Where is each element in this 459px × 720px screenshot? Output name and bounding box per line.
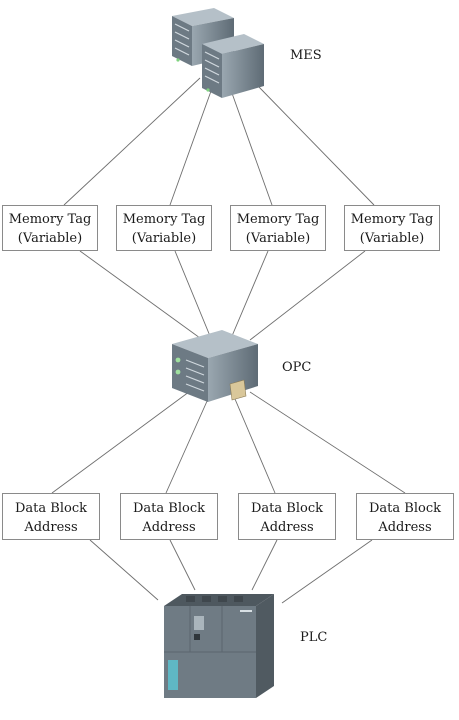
data-block-box-3: Data Block Address (238, 493, 336, 540)
memory-tag-2-line2: (Variable) (131, 231, 197, 246)
line-tag-2-opc (174, 250, 211, 337)
data-block-3-line2: Address (260, 520, 314, 535)
memory-tag-1-line1: Memory Tag (8, 212, 92, 227)
line-opc-db-1 (51, 385, 198, 494)
data-block-1-line1: Data Block (15, 501, 87, 516)
line-db-3-plc (251, 539, 278, 591)
plc-label: PLC (300, 630, 328, 645)
data-block-2-line2: Address (142, 520, 196, 535)
data-block-2-line1: Data Block (133, 501, 205, 516)
line-mes-tag-2 (169, 79, 216, 206)
memory-tag-2-line1: Memory Tag (122, 212, 206, 227)
memory-tag-4-line2: (Variable) (359, 231, 425, 246)
data-block-4-line1: Data Block (369, 501, 441, 516)
data-block-4-line2: Address (378, 520, 432, 535)
line-db-1-plc (89, 539, 159, 601)
line-opc-db-4 (249, 391, 406, 494)
data-block-box-2: Data Block Address (120, 493, 218, 540)
data-block-box-1: Data Block Address (2, 493, 100, 540)
mes-label: MES (290, 48, 322, 63)
memory-tag-box-3: Memory Tag (Variable) (230, 205, 326, 251)
line-opc-db-2 (165, 389, 213, 494)
server-stack-icon (172, 8, 264, 98)
line-opc-db-3 (231, 391, 276, 494)
memory-tag-1-line2: (Variable) (17, 231, 83, 246)
data-block-box-4: Data Block Address (356, 493, 454, 540)
line-mes-tag-4 (257, 85, 375, 206)
line-mes-tag-1 (63, 77, 201, 206)
memory-tag-box-4: Memory Tag (Variable) (344, 205, 440, 251)
line-db-4-plc (281, 539, 373, 604)
memory-tag-box-2: Memory Tag (Variable) (116, 205, 212, 251)
plc-icon (164, 594, 274, 698)
server-icon (172, 330, 258, 402)
opc-label: OPC (282, 360, 312, 375)
memory-tag-3-line2: (Variable) (245, 231, 311, 246)
line-tag-1-opc (79, 250, 201, 339)
memory-tag-3-line1: Memory Tag (236, 212, 320, 227)
line-tag-3-opc (231, 250, 269, 337)
memory-tag-4-line1: Memory Tag (350, 212, 434, 227)
line-tag-4-opc (249, 250, 366, 341)
data-block-3-line1: Data Block (251, 501, 323, 516)
line-mes-tag-3 (227, 81, 273, 206)
data-block-1-line2: Address (24, 520, 78, 535)
memory-tag-box-1: Memory Tag (Variable) (2, 205, 98, 251)
line-db-2-plc (169, 539, 196, 591)
